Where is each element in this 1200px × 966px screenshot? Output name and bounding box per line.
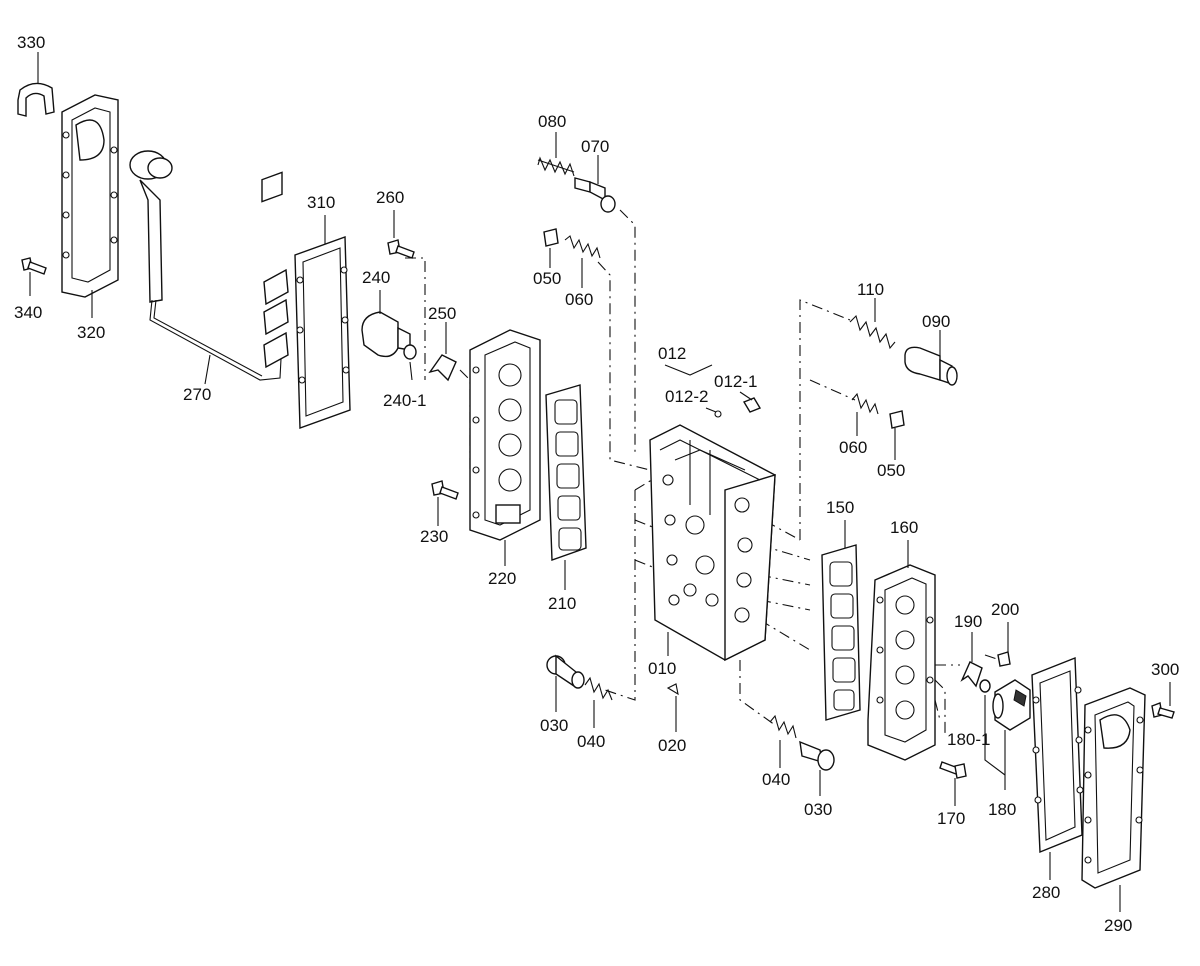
label-240-1: 240-1 [383, 391, 426, 410]
label-160: 160 [890, 518, 918, 537]
part-190-clamp [960, 632, 983, 688]
label-340: 340 [14, 303, 42, 322]
part-300-bolt [1151, 682, 1175, 719]
label-190: 190 [954, 612, 982, 631]
part-070-plunger [574, 155, 616, 213]
label-090: 090 [922, 312, 950, 331]
label-020: 020 [658, 736, 686, 755]
label-220: 220 [488, 569, 516, 588]
part-290-cover [1081, 687, 1146, 912]
part-110-spring [849, 298, 896, 350]
part-050-plug-a [543, 228, 559, 268]
label-110: 110 [857, 280, 884, 299]
label-240: 240 [362, 268, 390, 287]
label-012-1: 012-1 [714, 372, 757, 391]
label-210: 210 [548, 594, 576, 613]
part-280-gasket [1031, 656, 1084, 880]
part-220-valve-block [469, 329, 541, 566]
label-170: 170 [937, 809, 965, 828]
label-010: 010 [648, 659, 676, 678]
label-050-a: 050 [533, 269, 561, 288]
part-330-clip [17, 52, 55, 117]
part-020-ball [666, 683, 679, 732]
label-250: 250 [428, 304, 456, 323]
part-320-cover [61, 94, 119, 318]
label-060-b: 060 [839, 438, 867, 457]
part-260-bolt [387, 210, 415, 259]
part-310-gasket [294, 215, 351, 429]
part-050-plug-b [889, 410, 905, 460]
label-290: 290 [1104, 916, 1132, 935]
label-280: 280 [1032, 883, 1060, 902]
part-040-spring-b [769, 714, 797, 768]
part-250-clamp [428, 322, 457, 382]
part-030-plug-b [799, 740, 835, 796]
label-330: 330 [17, 33, 45, 52]
part-210-gasket [545, 384, 587, 590]
label-180: 180 [988, 800, 1016, 819]
part-060-spring-a [564, 235, 601, 288]
part-200-bolt [997, 622, 1011, 667]
part-160-valve-block [867, 540, 936, 761]
part-150-gasket [821, 520, 861, 721]
part-040-spring-a [584, 676, 613, 728]
part-230-bolt [431, 480, 459, 526]
label-070: 070 [581, 137, 609, 156]
part-090-plunger [904, 330, 958, 386]
part-270-wiring-harness [129, 150, 289, 385]
part-030-plug-a [546, 654, 585, 712]
label-200: 200 [991, 600, 1019, 619]
label-180-1: 180-1 [947, 730, 990, 749]
part-340-bolt [21, 257, 47, 296]
label-230: 230 [420, 527, 448, 546]
label-012: 012 [658, 344, 686, 363]
label-080: 080 [538, 112, 566, 131]
label-012-2: 012-2 [665, 387, 708, 406]
label-260: 260 [376, 188, 404, 207]
part-010-main-valve-body [649, 424, 776, 662]
label-150: 150 [826, 498, 854, 517]
part-170-bolt [939, 761, 967, 806]
label-060-a: 060 [565, 290, 593, 309]
part-240-solenoid [361, 290, 417, 381]
label-040-a: 040 [577, 732, 605, 751]
label-050-b: 050 [877, 461, 905, 480]
label-040-b: 040 [762, 770, 790, 789]
label-030-b: 030 [804, 800, 832, 819]
part-number-labels: 330 340 320 270 310 260 240 240-1 250 23… [14, 33, 1179, 935]
label-320: 320 [77, 323, 105, 342]
part-060-spring-b [851, 392, 879, 436]
part-180-solenoid [979, 679, 1031, 790]
part-012-check-valve [664, 364, 762, 418]
label-030-a: 030 [540, 716, 568, 735]
label-270: 270 [183, 385, 211, 404]
label-310: 310 [307, 193, 335, 212]
part-080-spring [537, 132, 575, 177]
label-300: 300 [1151, 660, 1179, 679]
